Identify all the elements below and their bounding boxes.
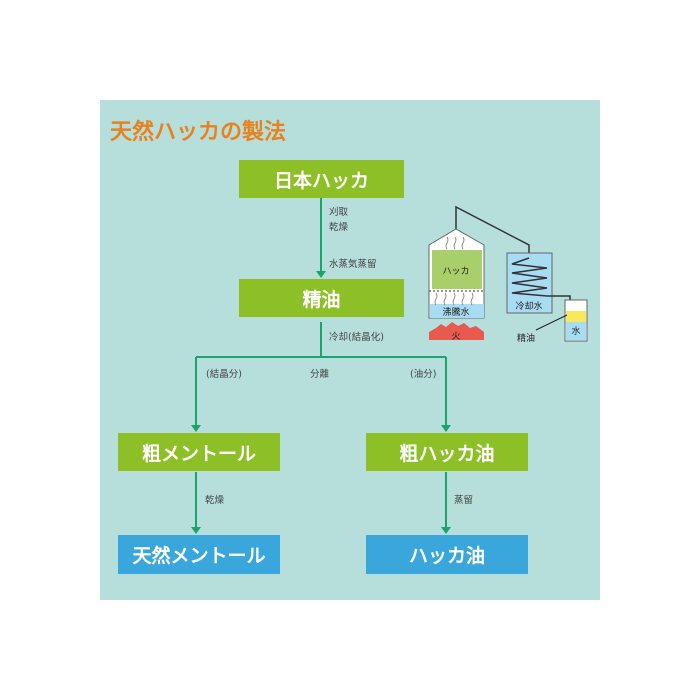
- water-layer: [566, 322, 586, 340]
- label-dry-2: 乾燥: [205, 495, 225, 506]
- label-cooling: 冷却(結晶化): [329, 332, 384, 343]
- label-crystal: (結晶分): [206, 369, 242, 380]
- arrowhead: [191, 527, 201, 534]
- arrowhead: [441, 425, 451, 432]
- vapor-pipe: [455, 205, 530, 258]
- node-japanese-mint: 日本ハッカ: [239, 160, 404, 198]
- label-distill: 蒸留: [454, 495, 474, 506]
- oil-layer: [566, 311, 586, 322]
- label-separation: 分離: [310, 369, 330, 380]
- node-essential-oil: 精油: [239, 279, 404, 317]
- distillation-apparatus: ハッカ 沸騰水 火 冷却水 精油 水: [428, 205, 588, 344]
- node-natural-menthol: 天然メントール: [118, 535, 280, 574]
- boiling-water-label: 沸騰水: [442, 306, 469, 318]
- cooling-coil: [511, 257, 571, 305]
- oil-pointer: [535, 314, 568, 331]
- label-oil-part: (油分): [410, 369, 437, 380]
- label-steam-distillation: 水蒸気蒸留: [329, 259, 377, 270]
- label-harvest: 刈取: [329, 207, 349, 218]
- fire-icon: [429, 322, 484, 340]
- arrowhead: [191, 425, 201, 432]
- arrowhead: [441, 527, 451, 534]
- diagram-title: 天然ハッカの製法: [110, 120, 287, 145]
- arrowhead: [316, 271, 326, 278]
- node-crude-menthol: 粗メントール: [118, 433, 280, 471]
- label-dry: 乾燥: [329, 222, 349, 233]
- cooling-water-label: 冷却水: [515, 300, 542, 312]
- mint-label: ハッカ: [442, 266, 469, 277]
- water-label: 水: [571, 325, 580, 337]
- oil-label: 精油: [517, 332, 535, 344]
- node-crude-mint-oil: 粗ハッカ油: [366, 433, 528, 471]
- mint-leaves: [432, 250, 482, 289]
- node-mint-oil: ハッカ油: [366, 535, 528, 574]
- fire-label: 火: [451, 331, 460, 342]
- boiling-water: [430, 304, 484, 318]
